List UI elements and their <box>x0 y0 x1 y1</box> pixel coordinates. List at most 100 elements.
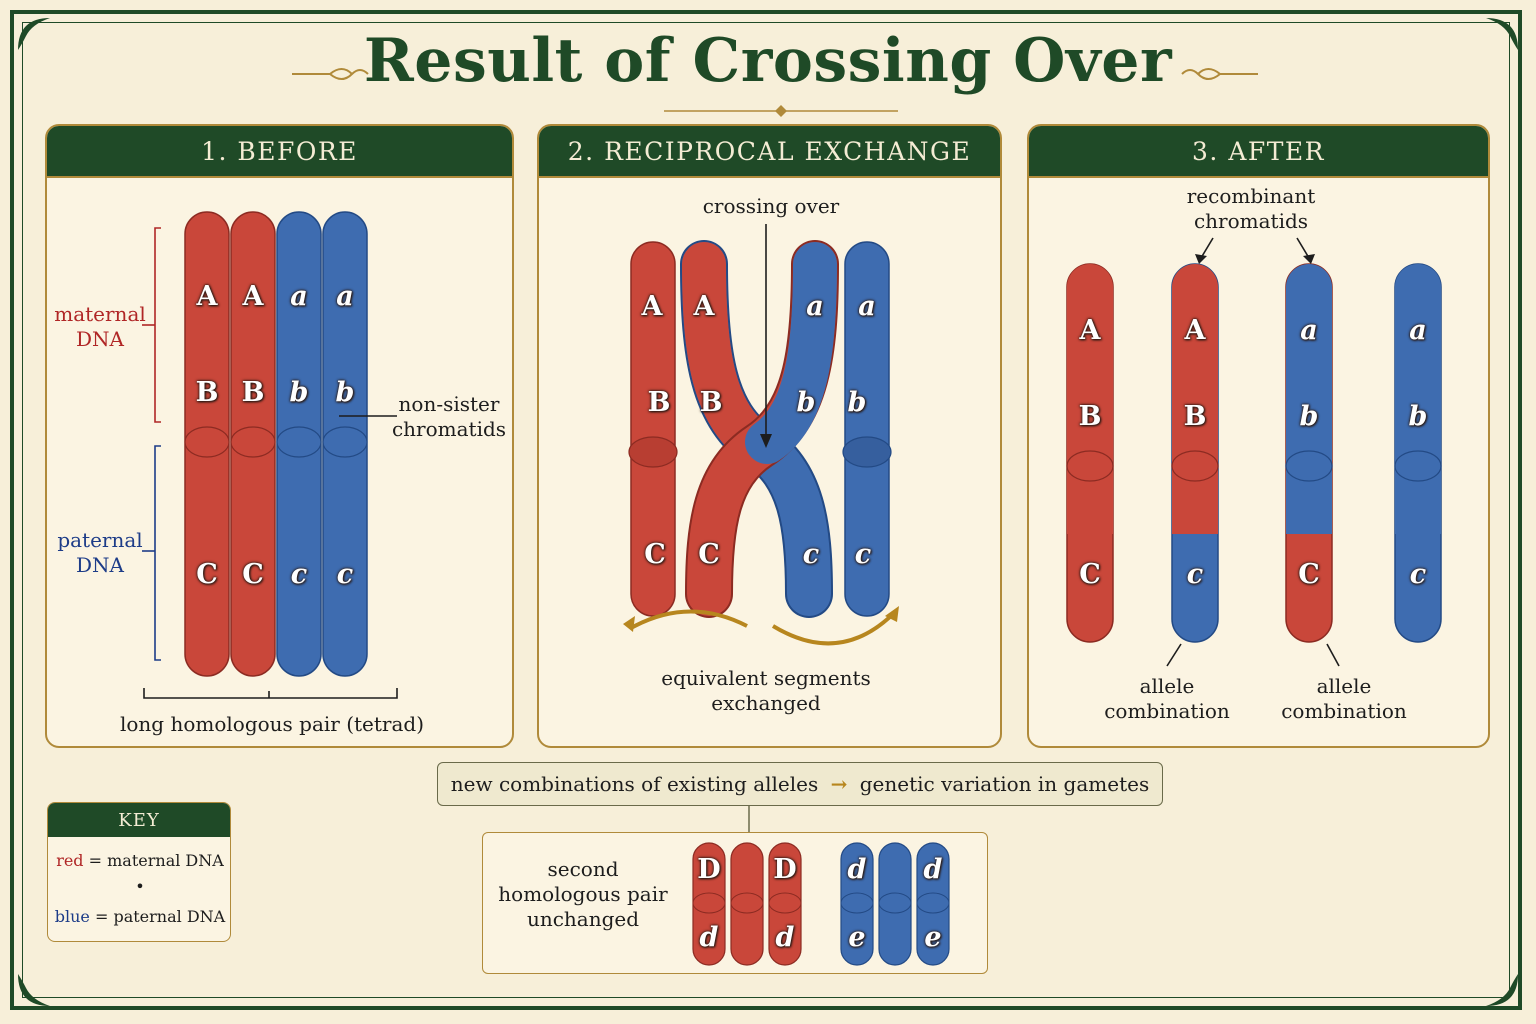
key-blue-text: = paternal DNA <box>89 907 226 926</box>
key-red-word: red <box>56 851 84 870</box>
allele: b <box>1408 401 1428 432</box>
allele: d <box>847 854 867 885</box>
allele: C <box>1079 559 1101 590</box>
segments-exchanged-label: equivalent segments exchanged <box>661 666 871 715</box>
allele: d <box>775 922 795 953</box>
tetrad-label: long homologous pair (tetrad) <box>119 712 425 736</box>
allele: d <box>699 922 719 953</box>
allele: b <box>1299 401 1319 432</box>
corner-ornament-icon <box>18 974 50 1006</box>
allele: A <box>1079 315 1101 346</box>
corner-ornament-icon <box>18 18 50 50</box>
maternal-dna-label: maternal DNA <box>54 302 146 351</box>
allele-combination-label: allele combination <box>1281 674 1407 723</box>
chromatid-segment <box>1067 264 1113 534</box>
allele: B <box>195 377 219 408</box>
nonsister-chromatids-label: non-sister chromatids <box>391 392 507 441</box>
paternal-dna-label: paternal DNA <box>57 528 143 577</box>
centromere <box>322 426 368 458</box>
allele: C <box>1298 559 1320 590</box>
panel-heading: 1. BEFORE <box>47 126 512 178</box>
tetrad-illustration <box>142 211 398 699</box>
page-title: Result of Crossing Over <box>363 26 1173 96</box>
allele: c <box>802 539 820 570</box>
allele: b <box>796 387 816 418</box>
centromere <box>1285 450 1333 482</box>
flourish-left-icon <box>292 68 369 80</box>
allele: e <box>924 922 942 953</box>
allele: a <box>806 291 824 322</box>
legend-key: KEY red = maternal DNA • blue = paternal… <box>47 802 231 942</box>
allele: A <box>1184 315 1206 346</box>
panel-after: 3. AFTER recombinant chromatids allele c… <box>1027 124 1490 748</box>
crossing-over-label: crossing over <box>702 194 840 218</box>
allele: b <box>289 377 309 408</box>
summary-left-text: new combinations of existing alleles <box>450 772 819 796</box>
allele: B <box>647 387 671 418</box>
key-heading: KEY <box>48 803 230 837</box>
allele: c <box>336 559 354 590</box>
allele: A <box>196 281 218 312</box>
allele: a <box>290 281 308 312</box>
right-arrow-icon: → <box>830 772 848 796</box>
centromere <box>1066 450 1114 482</box>
summary-banner: new combinations of existing alleles → g… <box>437 762 1163 806</box>
allele: A <box>641 291 663 322</box>
allele: B <box>1078 401 1102 432</box>
allele: d <box>923 854 943 885</box>
connector-line <box>748 806 750 834</box>
key-separator-dot: • <box>135 877 145 896</box>
allele: C <box>644 539 666 570</box>
centromere <box>184 426 230 458</box>
allele: B <box>1183 401 1207 432</box>
allele: A <box>693 291 715 322</box>
allele-combination-label: allele combination <box>1104 674 1230 723</box>
allele: c <box>854 539 872 570</box>
outer-border <box>10 10 1522 1010</box>
chromatid-segment <box>1286 264 1332 534</box>
allele: b <box>335 377 355 408</box>
panel-heading: 3. AFTER <box>1029 126 1488 178</box>
key-red-text: = maternal DNA <box>83 851 224 870</box>
centromere <box>878 892 912 914</box>
allele: C <box>196 559 218 590</box>
allele: D <box>697 854 721 885</box>
recombinant-chromatids-label: recombinant chromatids <box>1186 184 1316 233</box>
corner-ornament-icon <box>1486 18 1518 50</box>
allele: B <box>699 387 723 418</box>
allele: c <box>1186 559 1204 590</box>
allele: b <box>847 387 867 418</box>
allele: a <box>1300 315 1318 346</box>
centromere <box>276 426 322 458</box>
allele: C <box>698 539 720 570</box>
centromere <box>230 426 276 458</box>
key-blue-word: blue <box>54 907 90 926</box>
centromere <box>692 892 726 914</box>
allele: D <box>773 854 797 885</box>
allele: a <box>1409 315 1427 346</box>
flourish-right-icon <box>1181 68 1258 80</box>
centromere <box>1394 450 1442 482</box>
recombinant-illustration <box>1066 237 1442 667</box>
key-row-paternal: blue = paternal DNA <box>48 907 230 926</box>
chromatid-segment <box>1172 264 1218 534</box>
panel-heading: 2. RECIPROCAL EXCHANGE <box>539 126 1000 178</box>
key-row-maternal: red = maternal DNA <box>48 851 230 870</box>
title-underline-icon <box>664 105 898 117</box>
panel-before: 1. BEFORE maternal DNA paternal DNA non-… <box>45 124 514 748</box>
centromere <box>768 892 802 914</box>
allele: B <box>241 377 265 408</box>
panel-reciprocal-exchange: 2. RECIPROCAL EXCHANGE <box>537 124 1002 748</box>
allele: c <box>1409 559 1427 590</box>
inner-border <box>22 22 1510 998</box>
second-pair-label: second homologous pair unchanged <box>498 857 668 931</box>
allele: a <box>336 281 354 312</box>
centromere <box>916 892 950 914</box>
crossing-over-illustration <box>623 224 899 646</box>
centromere <box>840 892 874 914</box>
allele: c <box>290 559 308 590</box>
centromere <box>1171 450 1219 482</box>
chromatid-segment <box>1395 264 1441 534</box>
allele: C <box>242 559 264 590</box>
